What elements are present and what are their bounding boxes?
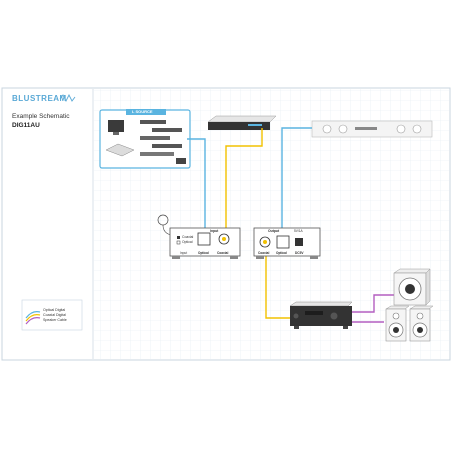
source-group xyxy=(99,109,191,169)
subwoofer xyxy=(393,268,431,306)
legend-label-optical: Optical Digital xyxy=(43,308,66,312)
page-title: Example Schematic xyxy=(12,113,70,120)
optical-cable-soundbar xyxy=(281,127,312,232)
transmitter-switch-coaxial-label: Coaxial xyxy=(182,235,194,239)
source-box-2 xyxy=(152,128,182,132)
av-receiver xyxy=(289,301,353,329)
laptop-device xyxy=(105,143,135,157)
source-group-title: L SOURCE xyxy=(132,109,153,114)
source-device-small xyxy=(176,158,186,164)
transmitter-optical-label: Optical xyxy=(198,251,209,255)
legend-swatch-coaxial xyxy=(25,314,41,322)
receiver-dc-label: DC5V xyxy=(295,251,304,255)
receiver-coaxial-label: Coaxial xyxy=(258,251,270,255)
transmitter-input-label: Input xyxy=(210,229,219,233)
receiver-dc-port xyxy=(295,238,303,246)
soundbar xyxy=(311,120,433,138)
transmitter-optical-port xyxy=(197,232,211,246)
coaxial-cable-receiver xyxy=(265,248,292,319)
source-box-4 xyxy=(152,144,182,148)
transmitter-coaxial-label: Coaxial xyxy=(217,251,229,255)
legend-label-speaker: Speaker Cable xyxy=(43,318,67,322)
model-number: DIG11AU xyxy=(12,122,40,129)
brand-logo: BLUSTREAM xyxy=(12,94,67,103)
source-box-5 xyxy=(140,152,174,156)
source-box-3 xyxy=(140,136,170,140)
transmitter-in-small-label: Input xyxy=(180,251,188,255)
legend-label-coaxial: Coaxial Digital xyxy=(43,313,66,317)
receiver-optical-port xyxy=(276,235,290,249)
monitor-device xyxy=(108,120,124,132)
legend-swatch-optical xyxy=(25,311,41,319)
optical-cable-source xyxy=(187,138,206,232)
receiver-power-label: 5V/1A xyxy=(294,229,303,233)
bluray-player xyxy=(207,115,277,130)
legend xyxy=(21,299,83,331)
speaker-left xyxy=(385,305,410,342)
speaker-right xyxy=(409,305,434,342)
receiver-output-label: Output xyxy=(268,229,280,233)
logo-wave-icon xyxy=(59,93,76,103)
source-box-1 xyxy=(140,120,166,124)
transmitter-unit xyxy=(169,227,241,259)
speaker-cable-sub xyxy=(352,294,394,313)
transmitter-switch-optical-label: Optical xyxy=(182,240,193,244)
legend-swatch-speaker xyxy=(25,317,41,325)
coaxial-cable-bluray xyxy=(225,128,263,232)
receiver-unit xyxy=(253,227,321,259)
receiver-optical-label: Optical xyxy=(276,251,287,255)
